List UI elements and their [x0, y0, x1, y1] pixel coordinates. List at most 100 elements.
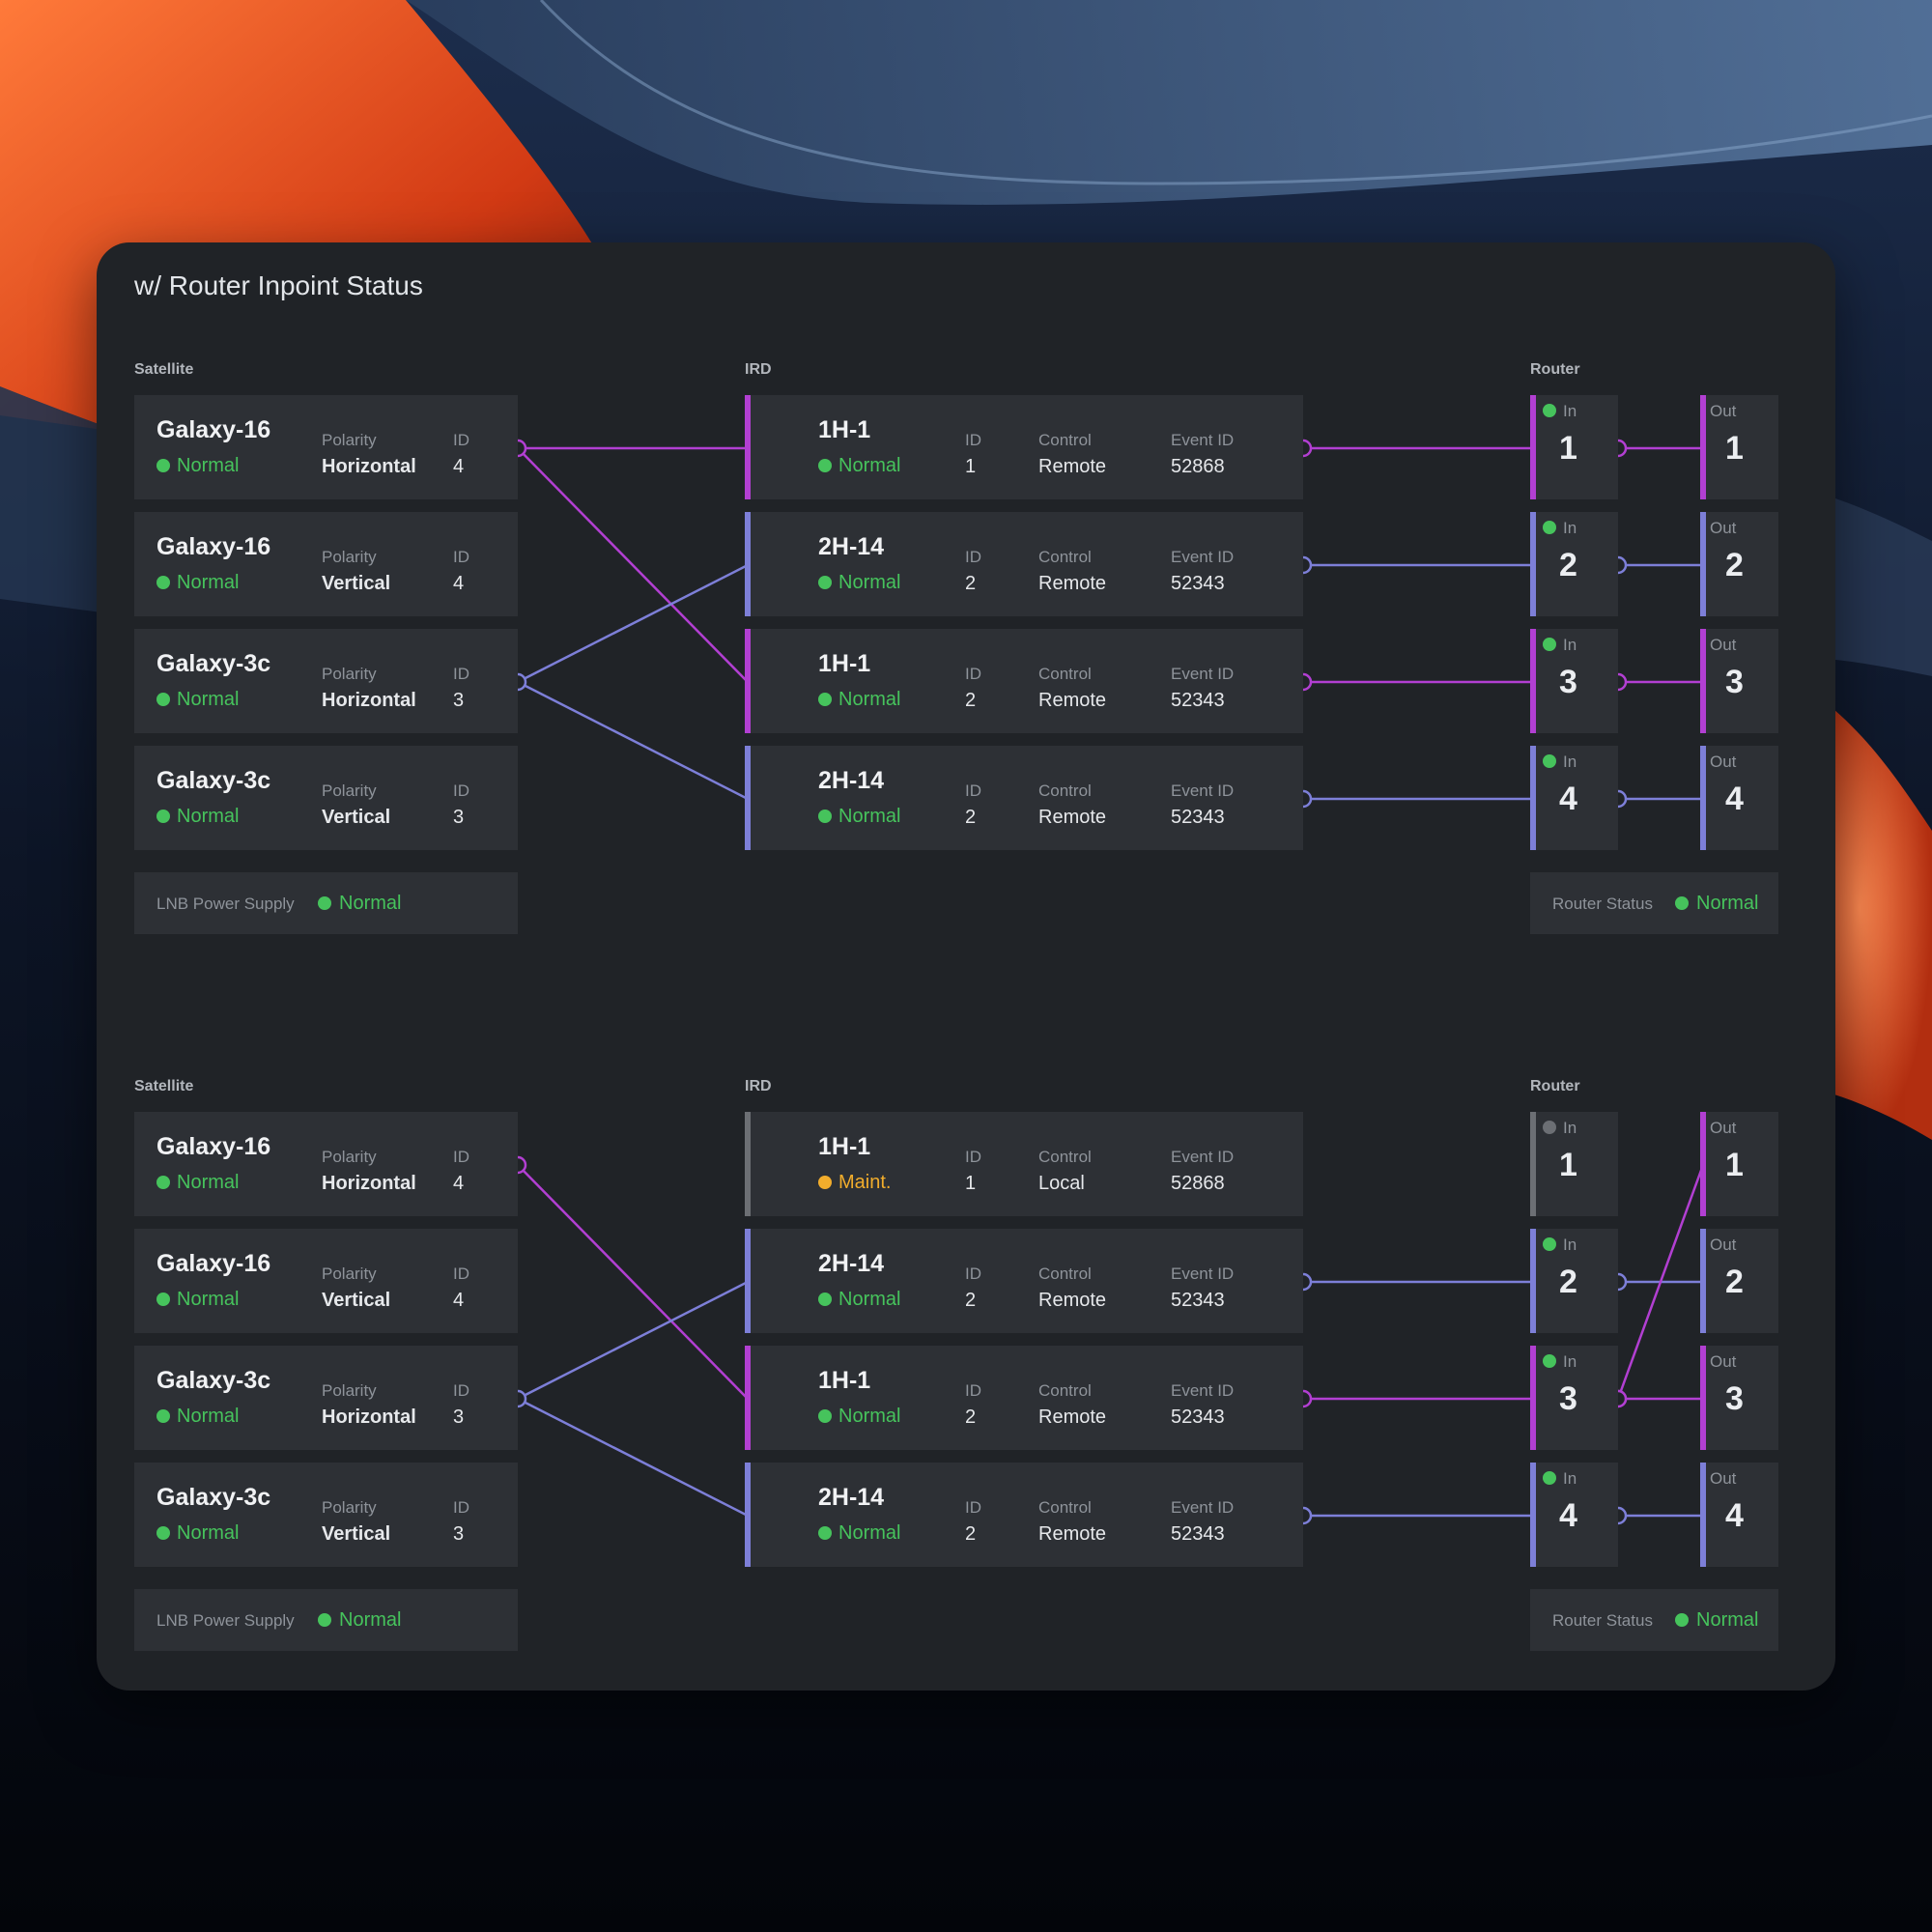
in-status-dot-icon: [1543, 1121, 1556, 1134]
polarity-value: Vertical: [322, 1523, 391, 1545]
control-label: Control: [1038, 781, 1092, 800]
router-column-label: Router: [1530, 1078, 1580, 1094]
in-status-dot-icon: [1543, 404, 1556, 417]
out-label: Out: [1710, 1352, 1737, 1371]
satellite-status: Normal: [177, 1406, 240, 1427]
polarity-value: Horizontal: [322, 456, 416, 477]
ird-accent-bar: [745, 1346, 751, 1450]
satellite-column-label: Satellite: [134, 361, 194, 378]
router-out-accent-bar: [1700, 1346, 1706, 1450]
polarity-label: Polarity: [322, 1498, 377, 1517]
out-label: Out: [1710, 1119, 1737, 1137]
router-in-number: 2: [1559, 547, 1577, 583]
router-out-number: 1: [1725, 430, 1744, 467]
control-label: Control: [1038, 1264, 1092, 1283]
control-label: Control: [1038, 1148, 1092, 1166]
router-out-card[interactable]: Out 1: [1700, 395, 1778, 499]
satellite-status: Normal: [177, 1522, 240, 1544]
event-id-label: Event ID: [1171, 1148, 1235, 1166]
status-dot-icon: [156, 1293, 170, 1306]
ird-column-label: IRD: [745, 361, 772, 378]
ird-status: Normal: [838, 689, 901, 710]
lnb-status: Normal: [339, 1609, 402, 1631]
router-out-number: 1: [1725, 1147, 1744, 1183]
out-label: Out: [1710, 519, 1737, 537]
satellite-status: Normal: [177, 572, 240, 593]
ird-status: Normal: [838, 1522, 901, 1544]
polarity-label: Polarity: [322, 1264, 377, 1283]
router-out-accent-bar: [1700, 629, 1706, 733]
router-out-card[interactable]: Out 2: [1700, 512, 1778, 616]
event-id-value: 52343: [1171, 690, 1225, 711]
ird-status: Normal: [838, 1289, 901, 1310]
router-in-accent-bar: [1530, 746, 1536, 850]
router-out-accent-bar: [1700, 1229, 1706, 1333]
satellite-name: Galaxy-3c: [156, 767, 271, 794]
in-label: In: [1563, 402, 1577, 420]
ird-id-label: ID: [965, 431, 981, 449]
satellite-name: Galaxy-3c: [156, 1484, 271, 1511]
router-in-number: 1: [1559, 1147, 1577, 1183]
status-dot-icon: [818, 1176, 832, 1189]
router-out-accent-bar: [1700, 746, 1706, 850]
ird-name: 2H-14: [818, 767, 885, 794]
router-in-number: 3: [1559, 1380, 1577, 1417]
out-label: Out: [1710, 402, 1737, 420]
satellite-name: Galaxy-16: [156, 533, 271, 560]
satellite-id: 3: [453, 807, 465, 828]
ird-id-label: ID: [965, 665, 981, 683]
status-dot-icon: [156, 459, 170, 472]
ird-id: 2: [965, 1406, 977, 1428]
router-out-card[interactable]: Out 1: [1700, 1112, 1778, 1216]
router-out-number: 4: [1725, 1497, 1744, 1534]
event-id-value: 52343: [1171, 807, 1225, 828]
router-out-number: 2: [1725, 547, 1744, 583]
polarity-value: Vertical: [322, 807, 391, 828]
satellite-ird-link: [517, 1280, 749, 1401]
ird-name: 1H-1: [818, 1133, 871, 1160]
satellite-id: 4: [453, 573, 465, 594]
polarity-value: Horizontal: [322, 1173, 416, 1194]
router-in-accent-bar: [1530, 512, 1536, 616]
satellite-id: 4: [453, 1290, 465, 1311]
ird-accent-bar: [745, 629, 751, 733]
event-id-label: Event ID: [1171, 1498, 1235, 1517]
status-dot-icon: [818, 810, 832, 823]
ird-name: 2H-14: [818, 1484, 885, 1511]
status-dot-icon: [156, 693, 170, 706]
status-dot-icon: [156, 1176, 170, 1189]
status-dot-icon: [156, 1526, 170, 1540]
